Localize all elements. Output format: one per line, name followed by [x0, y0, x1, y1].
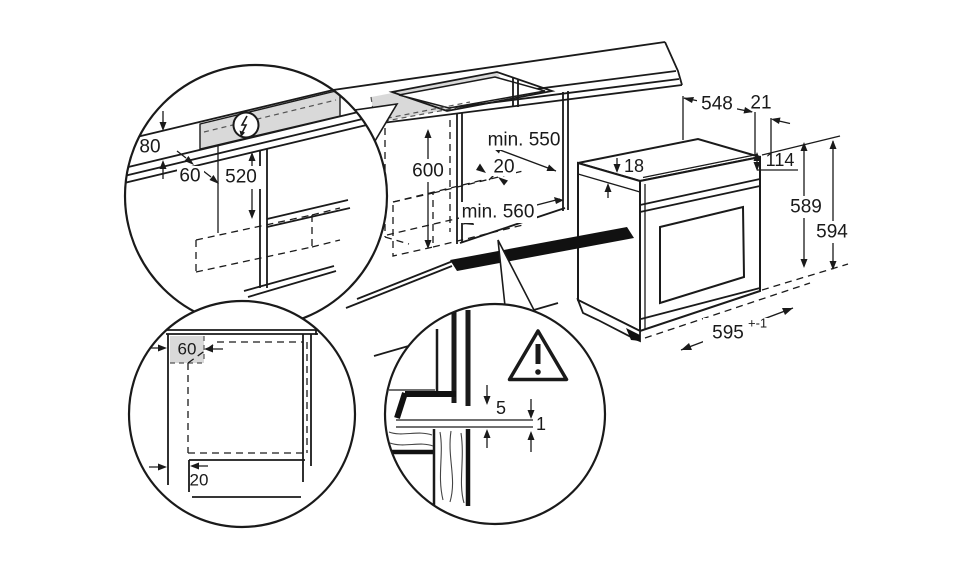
dim-595: 595 +-1	[644, 282, 811, 351]
dim-520: 520	[220, 152, 262, 219]
niche-floor-hidden	[384, 215, 469, 245]
detail-side-view: 60 20	[148, 329, 318, 498]
dim-520-label: 520	[225, 167, 257, 188]
dim-548-label: 548	[701, 94, 733, 115]
main-scene: 600 min. 550 20 min. 560	[332, 41, 852, 357]
dim-600: 600	[408, 129, 448, 249]
dim-min550: min. 550	[486, 129, 562, 172]
dim-21-label: 21	[750, 93, 771, 114]
dim-589-label: 589	[790, 197, 822, 218]
d2-phantom-oven	[187, 341, 308, 454]
dim-1-label: 1	[536, 414, 546, 434]
d2-connection-zone	[170, 336, 204, 363]
detail-circle-side	[127, 299, 357, 529]
warning-icon	[507, 329, 569, 382]
dim-min560: min. 560	[459, 197, 564, 225]
dim-18-label: 18	[624, 156, 644, 176]
dim-80-label: 80	[139, 137, 160, 158]
d3-oven-frame-profile	[394, 391, 456, 419]
oven-foot-shadow	[626, 328, 640, 341]
cutout-front-dashed	[377, 101, 471, 121]
cutout-outer	[388, 71, 556, 112]
dim-595-tolerance: +-1	[748, 316, 767, 331]
d1-worktop-thickness	[125, 109, 387, 185]
phantom-front	[392, 192, 434, 257]
dim-60-connection: 60	[176, 150, 219, 187]
d2-plinth	[188, 459, 305, 492]
dim-20-plinth-label: 20	[190, 471, 209, 490]
dim-560-label: min. 560	[462, 202, 535, 223]
detail-door-gap: 5 1	[386, 310, 569, 506]
dim-20-plinth: 20	[149, 462, 209, 490]
oven-front-face	[639, 155, 761, 333]
niche-floor-front	[459, 207, 566, 244]
niche-back-wall-edge	[512, 78, 519, 107]
dim-5: 5	[483, 385, 506, 448]
d1-connection-box-dashed	[203, 99, 337, 133]
dim-5-label: 5	[496, 398, 506, 418]
d1-connection-box	[199, 89, 341, 150]
dim-114: 114	[753, 150, 798, 171]
dim-80: 80	[139, 111, 167, 179]
d1-phantom-oven	[195, 207, 341, 273]
d3-gap-lines	[396, 419, 533, 428]
cutout-inner	[398, 76, 546, 109]
detail-circle-connection-bg	[125, 65, 387, 327]
d1-bottom-edge	[243, 265, 337, 298]
dim-60-side: 60	[148, 340, 223, 359]
d1-shelf	[266, 199, 351, 228]
oven-door-bottom-line	[640, 287, 761, 320]
dim-114-label: 114	[766, 150, 795, 170]
dim-589-594: 589 594	[761, 135, 852, 291]
d2-connection-zone-dashed	[170, 336, 205, 364]
electric-connection-icon	[232, 111, 260, 139]
oven-top-frame-line	[642, 153, 758, 179]
dim-595-label: 595	[712, 323, 744, 344]
cutout-wall-shade	[392, 72, 500, 95]
niche-right-wall	[562, 91, 569, 211]
dim-20-label: 20	[493, 157, 514, 178]
plinth-strip	[450, 227, 634, 271]
detail-circle-gap	[383, 302, 607, 526]
oven-side-step-line	[577, 173, 641, 193]
worktop-right-end	[664, 41, 683, 86]
dim-548-21: 548 21	[682, 93, 791, 155]
oven	[576, 137, 761, 343]
dim-60-label: 60	[179, 166, 200, 187]
worktop-under-edge	[365, 84, 683, 126]
dim-594-label: 594	[816, 222, 848, 243]
dim-60-side-label: 60	[178, 340, 197, 359]
niche-left-wall	[456, 113, 463, 244]
worktop-back-edge	[332, 41, 666, 91]
d3-wood-grain	[388, 430, 465, 504]
d2-back-panel	[302, 334, 312, 482]
detail-connection: 80 60 520	[125, 73, 387, 298]
dim-600-label: 600	[412, 161, 444, 182]
control-panel-lines	[639, 178, 761, 213]
dim-18: 18	[604, 156, 644, 198]
dim-550-label: min. 550	[488, 130, 561, 151]
dim-20-niche: 20	[476, 157, 516, 186]
oven-door-window	[659, 205, 746, 305]
cabinet-bottom-edge	[345, 260, 454, 309]
dim-1: 1	[527, 399, 546, 452]
